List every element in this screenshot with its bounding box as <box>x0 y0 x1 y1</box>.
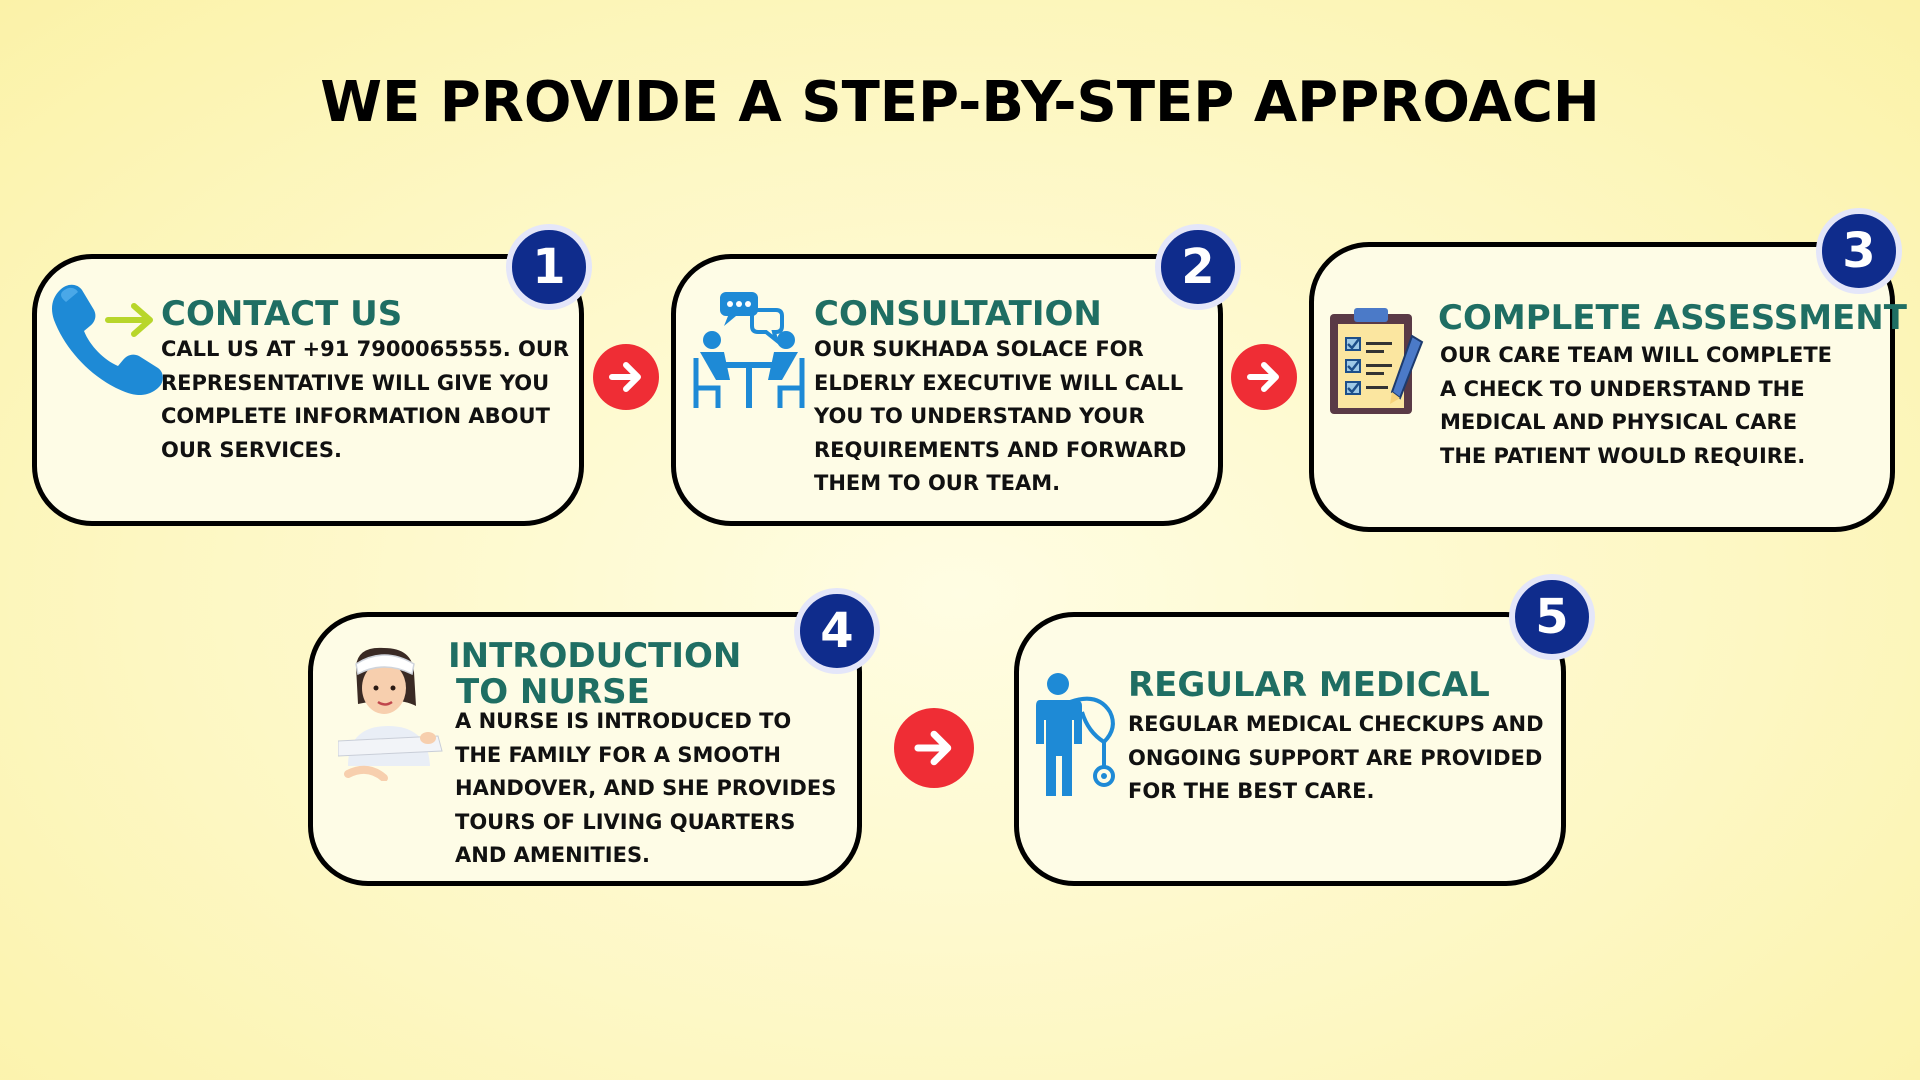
step-number-badge: 3 <box>1816 208 1902 294</box>
step-card-consultation <box>671 254 1223 526</box>
step-description: OUR SUKHADA SOLACE FOR ELDERLY EXECUTIVE… <box>814 337 1187 495</box>
step-heading: CONSULTATION <box>814 294 1102 334</box>
arrow-right-icon <box>609 362 641 392</box>
arrow-right-icon <box>914 730 952 766</box>
next-step-arrow <box>894 708 974 788</box>
step-number-badge: 2 <box>1155 224 1241 310</box>
step-description: A NURSE IS INTRODUCED TO THE FAMILY FOR … <box>455 709 837 867</box>
page-title: WE PROVIDE A STEP-BY-STEP APPROACH <box>320 70 1600 135</box>
step-heading: REGULAR MEDICAL <box>1128 665 1490 705</box>
phone-icon <box>46 280 166 399</box>
nurse-icon <box>337 646 448 785</box>
consultation-icon <box>690 288 808 418</box>
step-number-badge: 4 <box>794 588 880 674</box>
step-description: CALL US AT +91 7900065555. OUR REPRESENT… <box>161 337 570 462</box>
doctor-icon <box>1030 672 1126 802</box>
arrow-right-icon <box>1247 362 1279 392</box>
step-heading-multiline: INTRODUCTION TO NURSE <box>448 636 742 712</box>
step-description: REGULAR MEDICAL CHECKUPS AND ONGOING SUP… <box>1128 712 1544 803</box>
step-number-badge: 1 <box>506 224 592 310</box>
arrow-right-icon <box>104 300 158 344</box>
step-heading: COMPLETE ASSESSMENT <box>1438 298 1907 338</box>
step-description: OUR CARE TEAM WILL COMPLETE A CHECK TO U… <box>1440 343 1833 468</box>
step-heading: CONTACT US <box>161 294 403 334</box>
next-step-arrow <box>1231 344 1297 410</box>
step-number-badge: 5 <box>1509 574 1595 660</box>
clipboard-icon <box>1326 306 1426 422</box>
next-step-arrow <box>593 344 659 410</box>
